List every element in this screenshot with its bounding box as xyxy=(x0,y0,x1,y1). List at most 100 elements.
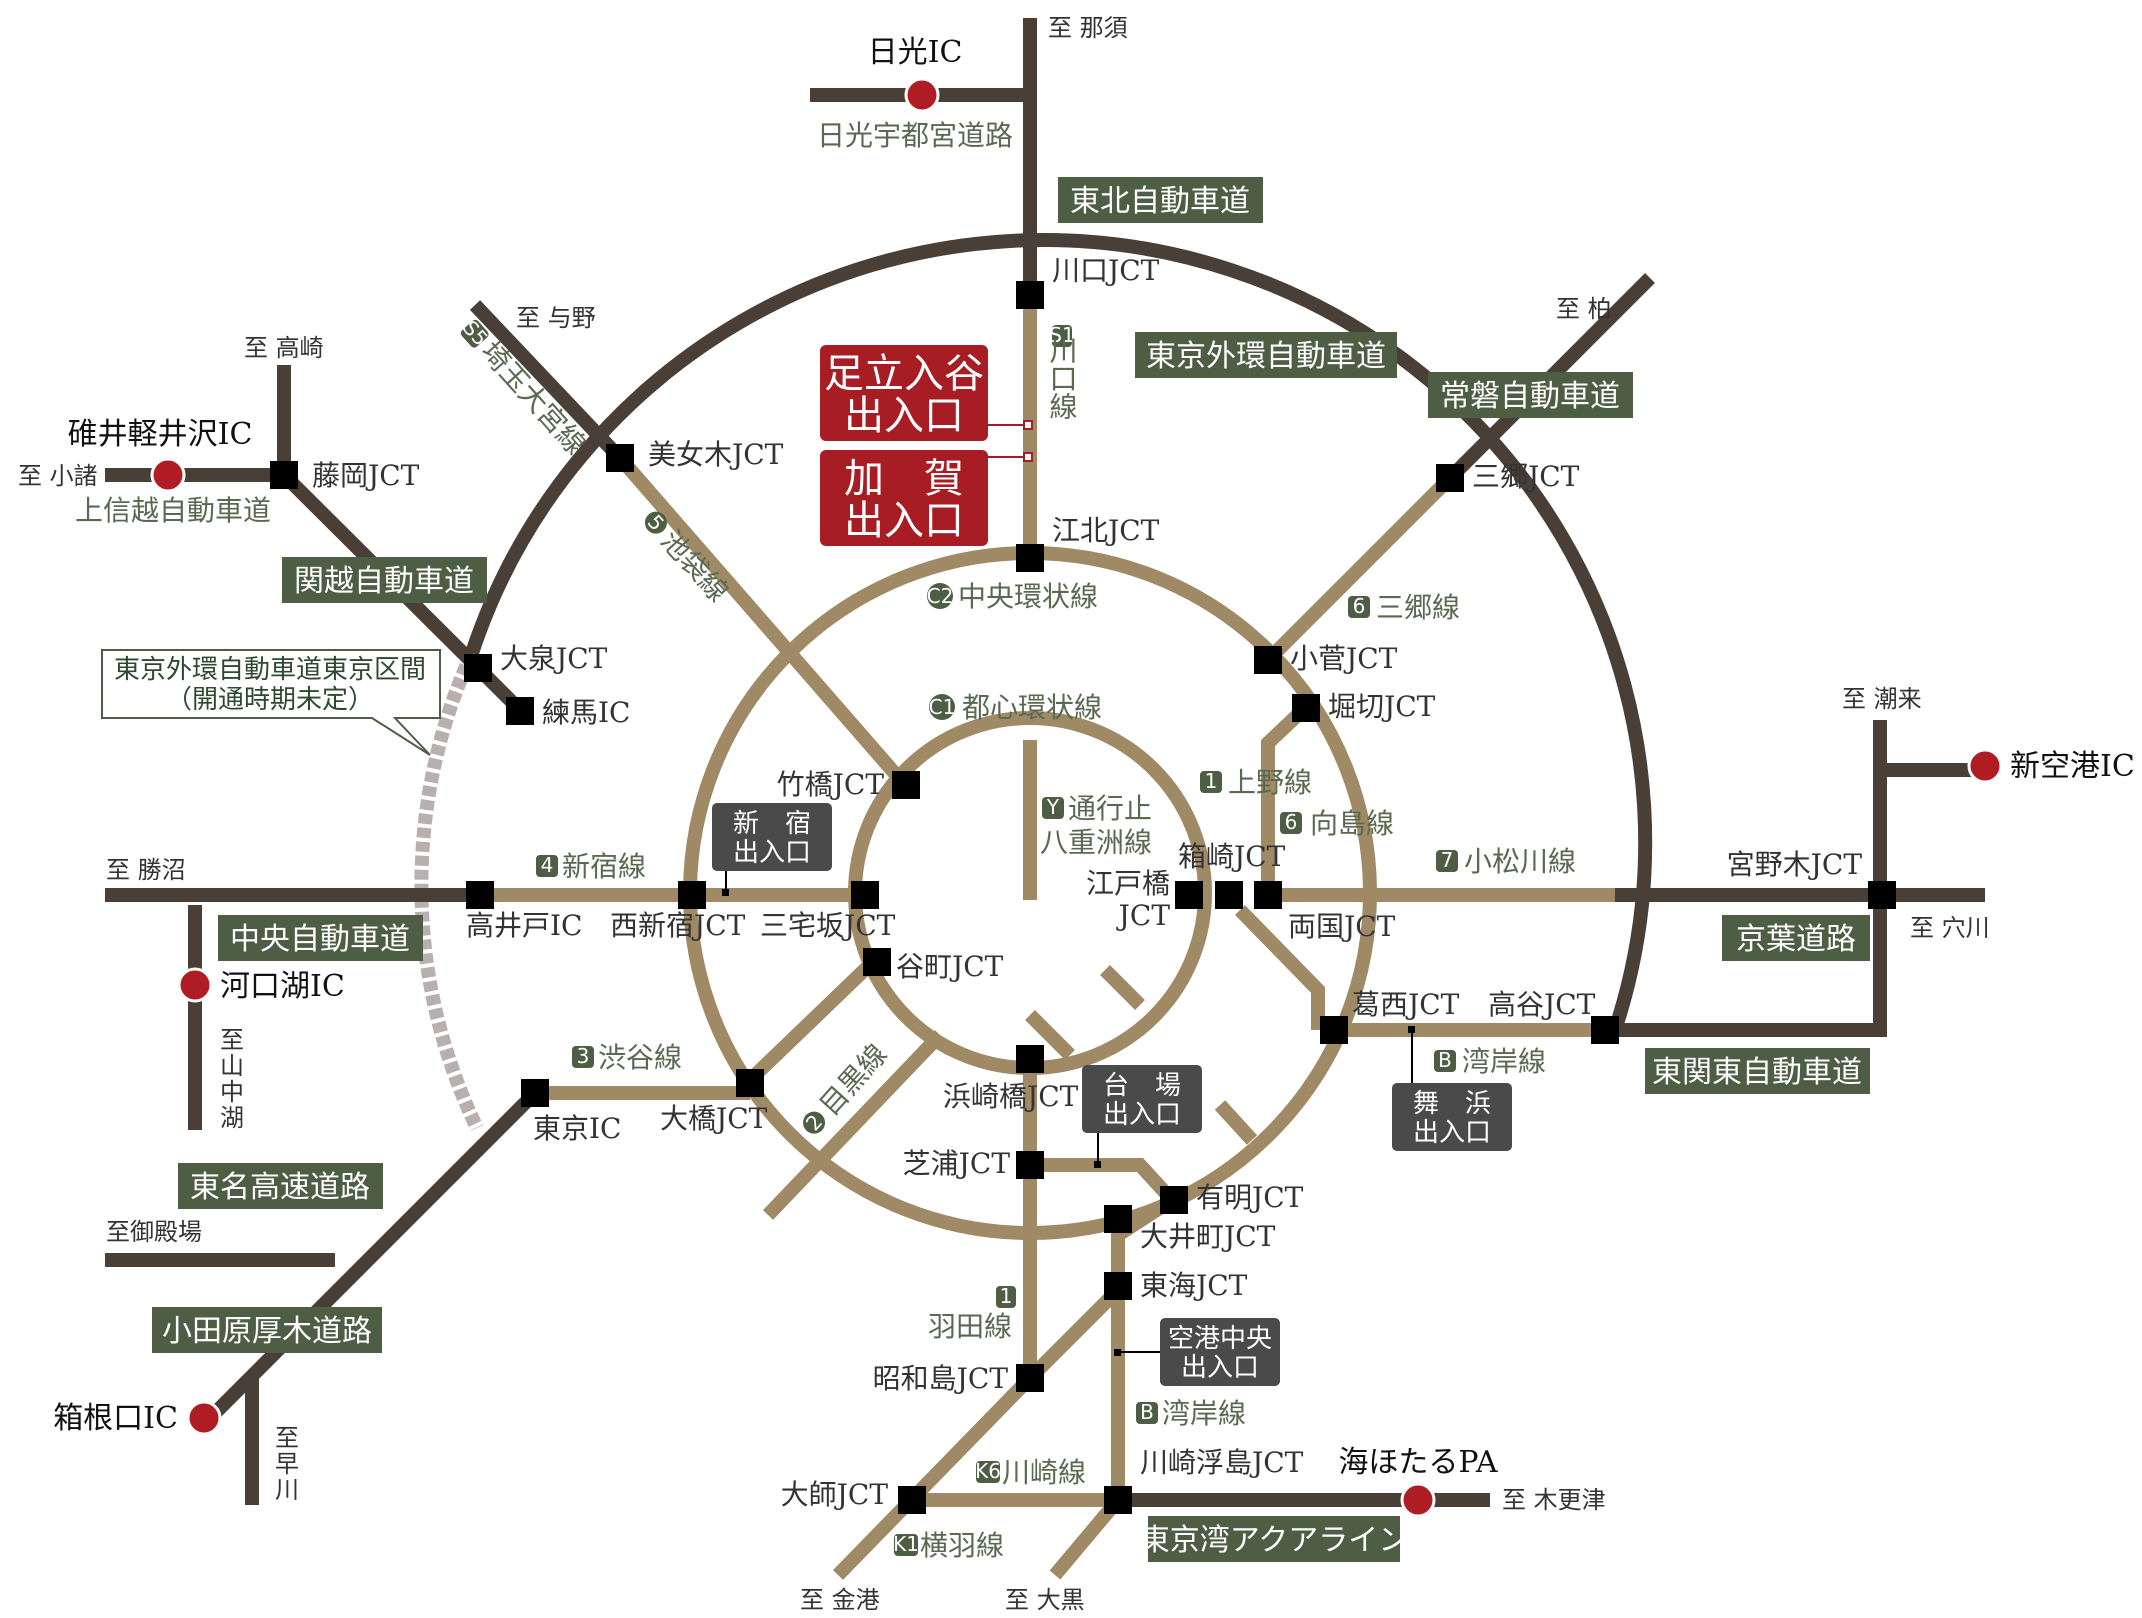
route-k1-name: 横羽線 xyxy=(920,1529,1004,1562)
dest-hayakawa-0: 至 xyxy=(275,1424,299,1452)
dest-katsunuma: 至 勝沼 xyxy=(106,856,186,884)
exit-boxes: 足立入谷 出入口 加 賀 出入口 新 宿 出入口 台 場 出入口 舞 浜 出入口… xyxy=(712,345,1512,1386)
exit-shinjuku-box[interactable] xyxy=(712,803,832,871)
exit-adachi-box[interactable] xyxy=(820,345,988,441)
label-odawara: 小田原厚木道路 xyxy=(162,1314,372,1349)
misato-road xyxy=(1263,473,1455,665)
ic-kawaguchiko-dot xyxy=(177,967,213,1003)
exit-maihama-line1: 舞 浜 xyxy=(1413,1089,1491,1119)
exit-daiba-box[interactable] xyxy=(1082,1065,1202,1133)
junction-kasai xyxy=(1320,1016,1348,1044)
route-c2-name: 中央環状線 xyxy=(958,580,1098,613)
route-b-bottom-name: 湾岸線 xyxy=(1162,1397,1246,1430)
exit-daiba-line2: 出入口 xyxy=(1103,1100,1181,1130)
lbl-fujioka: 藤岡JCT xyxy=(312,459,420,492)
daiba-connector xyxy=(1030,1158,1178,1205)
dest-hayakawa-2: 川 xyxy=(275,1476,299,1504)
route-r6-mukojima-name: 向島線 xyxy=(1310,807,1394,840)
junction-koya xyxy=(1591,1016,1619,1044)
badge-r6-mukojima: 6 xyxy=(1285,810,1298,834)
lbl-horikiri: 堀切JCT xyxy=(1328,690,1436,723)
exit-kaga-box[interactable] xyxy=(820,450,988,546)
c1-stub-1 xyxy=(1100,965,1145,1010)
mukojima-road xyxy=(1234,905,1325,1030)
gaikan-ring xyxy=(465,232,1653,1033)
ikebukuro-road xyxy=(614,453,911,790)
junction-kohoku xyxy=(1016,544,1044,572)
label-chuo: 中央自動車道 xyxy=(230,922,410,957)
label-keiyo: 京葉道路 xyxy=(1736,922,1856,957)
ic-nikko-dot xyxy=(904,77,940,113)
lbl-ohashi: 大橋JCT xyxy=(660,1102,768,1135)
wangan-lower xyxy=(1111,1194,1176,1500)
route-nikko-name: 日光宇都宮道路 xyxy=(817,119,1013,152)
exit-adachi-line2: 出入口 xyxy=(844,393,964,439)
label-kanetsu: 関越自動車道 xyxy=(294,564,474,599)
exit-maihama-box[interactable] xyxy=(1392,1083,1512,1151)
ic-umihotaru-dot xyxy=(1400,1482,1436,1518)
dest-yono: 至 与野 xyxy=(516,304,596,332)
lbl-takaido: 高井戸IC xyxy=(466,909,583,942)
exit-kaga-line1: 加 賀 xyxy=(844,456,964,502)
route-r1-haneda-name: 羽田線 xyxy=(928,1310,1012,1343)
lbl-nishishinjuku: 西新宿JCT xyxy=(610,909,746,942)
lbl-ariake: 有明JCT xyxy=(1196,1181,1304,1214)
lbl-usui-ic: 碓井軽井沢IC xyxy=(68,417,253,452)
dest-anegawa: 至 穴川 xyxy=(1910,914,1990,942)
dest-kanazawa: 至 金港 xyxy=(800,1586,880,1614)
label-tomei: 東名高速道路 xyxy=(190,1170,370,1205)
junction-takebashi xyxy=(892,771,920,799)
lbl-miyanogi: 宮野木JCT xyxy=(1727,848,1863,881)
label-joban: 常磐自動車道 xyxy=(1440,379,1620,414)
lbl-showajima: 昭和島JCT xyxy=(873,1362,1009,1395)
lbl-edobashi1: 江戸橋 xyxy=(1086,867,1170,900)
junction-miyanogi xyxy=(1868,881,1896,909)
lbl-tokyo-ic: 東京IC xyxy=(533,1112,622,1145)
c2-to-c1-shibuya xyxy=(745,949,885,1086)
junction-nerima xyxy=(506,697,534,725)
dest-daikoku: 至 大黒 xyxy=(1005,1586,1085,1614)
dest-yamanakako-0: 至 xyxy=(220,1026,244,1054)
ic-shinkuko-dot xyxy=(1967,748,2003,784)
junction-miyakezaka xyxy=(851,881,879,909)
tomei-road xyxy=(203,1088,540,1425)
junction-oizumi xyxy=(464,654,492,682)
kanetsu-road xyxy=(277,365,483,673)
planned-section-callout: 東京外環自動車道東京区間 （開通時期未定） xyxy=(101,649,441,756)
route-y-name1: 通行止 xyxy=(1068,792,1152,825)
route-r3-name: 渋谷線 xyxy=(598,1041,682,1074)
route-joshinetsu-name: 上信越自動車道 xyxy=(75,494,271,527)
route-k6-name: 川崎線 xyxy=(1002,1456,1086,1489)
route-y-name2: 八重洲線 xyxy=(1040,826,1152,859)
label-higashikanto: 東関東自動車道 xyxy=(1652,1055,1862,1090)
exit-shinjuku-line1: 新 宿 xyxy=(733,809,811,839)
lbl-kawaguchiko-ic: 河口湖IC xyxy=(220,969,345,1004)
junction-misato xyxy=(1436,464,1464,492)
exit-shinjuku-line2: 出入口 xyxy=(733,838,811,868)
dest-gotemba: 至御殿場 xyxy=(106,1218,202,1246)
meguro-line xyxy=(762,1030,946,1220)
lbl-kawaguchi: 川口JCT xyxy=(1052,254,1160,287)
road-layer xyxy=(105,18,1985,1580)
exit-kuko-box[interactable] xyxy=(1160,1318,1280,1386)
dest-itako: 至 潮来 xyxy=(1842,685,1922,713)
junction-tokyo-ic xyxy=(521,1079,549,1107)
lbl-kasai: 葛西JCT xyxy=(1352,988,1460,1021)
lbl-bijogi: 美女木JCT xyxy=(648,438,784,471)
destination-labels: 至 那須 至 与野 至 高崎 至 小諸 至 柏 至 勝沼 至 山 中 湖 至 潮… xyxy=(18,14,1990,1614)
junction-daishi xyxy=(898,1486,926,1514)
ic-labels: 日光IC 碓井軽井沢IC 河口湖IC 新空港IC 箱根口IC 海ほたるPA xyxy=(53,35,2135,1480)
dest-kashiwa: 至 柏 xyxy=(1556,295,1612,323)
junction-ryogoku xyxy=(1254,881,1282,909)
lbl-oimachi: 大井町JCT xyxy=(1140,1220,1276,1253)
expressway-labels: 東北自動車道 東京外環自動車道 常磐自動車道 関越自動車道 中央自動車道 京葉道… xyxy=(152,177,1870,1562)
junction-nishishinjuku xyxy=(678,881,706,909)
lbl-koya: 高谷JCT xyxy=(1488,988,1596,1021)
lbl-misato: 三郷JCT xyxy=(1472,460,1580,493)
yokohane-line xyxy=(832,1373,1036,1580)
lbl-daishi: 大師JCT xyxy=(781,1478,889,1511)
dest-kisarazu: 至 木更津 xyxy=(1502,1486,1606,1514)
callout-line1: 東京外環自動車道東京区間 xyxy=(114,655,426,685)
lbl-miyakezaka: 三宅坂JCT xyxy=(760,909,896,942)
